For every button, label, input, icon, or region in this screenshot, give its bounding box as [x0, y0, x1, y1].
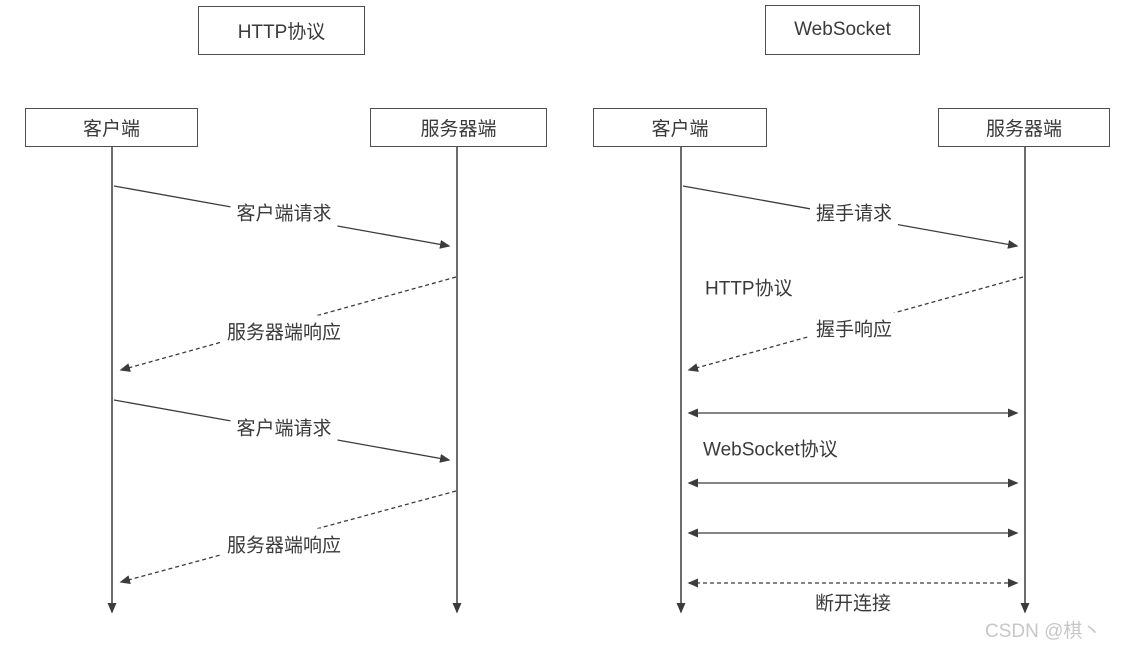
actor-box-http-server: 服务器端 [370, 108, 547, 147]
actor-label-http-server: 服务器端 [420, 119, 497, 140]
arrow-handshake-response [687, 276, 1024, 372]
message-label-server-response-2: 服务器端响应 [220, 528, 348, 560]
message-label-client-request-1: 客户端请求 [230, 196, 338, 228]
actor-label-http-client: 客户端 [82, 119, 140, 140]
actor-box-ws-server: 服务器端 [938, 108, 1110, 147]
message-label-handshake-response: 握手响应 [809, 312, 899, 344]
title-label-http: HTTP协议 [237, 22, 326, 43]
arrow-server-response-1 [119, 276, 457, 372]
actor-label-ws-server: 服务器端 [985, 119, 1062, 140]
title-box-http: HTTP协议 [198, 6, 365, 55]
phase-label-websocket-protocol: WebSocket协议 [701, 432, 840, 464]
message-label-handshake-request: 握手请求 [809, 196, 899, 228]
phase-label-http-protocol: HTTP协议 [703, 271, 795, 303]
arrow-server-response-2 [119, 490, 457, 584]
actor-label-ws-client: 客户端 [651, 119, 709, 140]
title-label-websocket: WebSocket [794, 19, 891, 40]
csdn-watermark: CSDN @棋丶 [985, 621, 1102, 642]
title-box-websocket: WebSocket [765, 5, 920, 55]
message-label-disconnect: 断开连接 [808, 586, 898, 618]
message-label-client-request-2: 客户端请求 [230, 411, 338, 443]
message-label-server-response-1: 服务器端响应 [220, 315, 348, 347]
actor-box-ws-client: 客户端 [593, 108, 767, 147]
actor-box-http-client: 客户端 [25, 108, 198, 147]
